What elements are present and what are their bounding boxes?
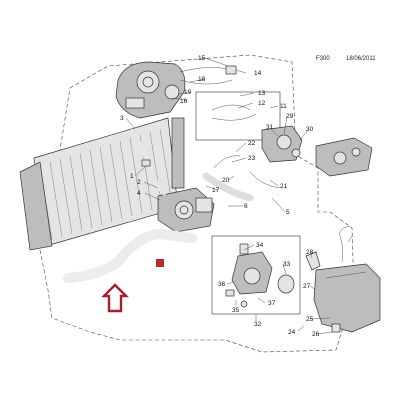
upper-coolant-pipes — [179, 65, 257, 121]
callout-15: 15 — [198, 55, 206, 62]
callout-14: 14 — [254, 70, 262, 77]
callout-24: 24 — [288, 329, 296, 336]
drawing-code: F300 — [316, 56, 330, 62]
egr-module — [315, 137, 373, 177]
callout-36: 36 — [218, 281, 226, 288]
highlight-arrow — [101, 283, 129, 313]
callout-33: 33 — [283, 261, 291, 268]
callout-32: 32 — [254, 321, 262, 328]
callout-28: 28 — [306, 249, 314, 256]
callout-leaders — [125, 57, 353, 335]
callout-19: 19 — [184, 89, 192, 96]
callout-16: 16 — [180, 98, 188, 105]
callout-34: 34 — [256, 242, 264, 249]
turbocharger — [115, 61, 186, 119]
expansion-tank — [305, 225, 381, 333]
callout-20: 20 — [222, 177, 230, 184]
lower-thermostat-assembly — [225, 243, 295, 308]
highlight-marker — [156, 259, 164, 267]
callout-37: 37 — [268, 300, 276, 307]
parts-11-12-box — [195, 91, 281, 141]
callout-17: 17 — [212, 187, 220, 194]
callout-3: 3 — [120, 115, 124, 122]
corrugated-hose — [202, 155, 281, 202]
drawing-date: 18/06/2011 — [346, 56, 376, 62]
lower-radiator-hose — [63, 228, 197, 283]
callout-27: 27 — [303, 283, 311, 290]
callout-13: 13 — [258, 90, 266, 97]
thermostat-housing — [261, 125, 303, 163]
callout-1: 1 — [130, 173, 134, 180]
callout-23: 23 — [248, 155, 256, 162]
callout-12: 12 — [258, 100, 266, 107]
callout-29: 29 — [286, 113, 294, 120]
callout-6: 6 — [244, 203, 248, 210]
callout-25: 25 — [306, 316, 314, 323]
callout-11: 11 — [280, 103, 287, 110]
callout-30: 30 — [306, 126, 314, 133]
callout-22: 22 — [248, 140, 256, 147]
callout-2: 2 — [137, 179, 141, 186]
callout-31: 31 — [266, 124, 274, 131]
callout-26: 26 — [312, 331, 320, 338]
water-pump — [157, 187, 215, 233]
callout-18: 18 — [198, 76, 206, 83]
callout-21: 21 — [280, 183, 288, 190]
callout-35: 35 — [232, 307, 240, 314]
callout-5: 5 — [286, 209, 290, 216]
callout-4: 4 — [137, 190, 141, 197]
assembly-outline — [39, 54, 355, 353]
